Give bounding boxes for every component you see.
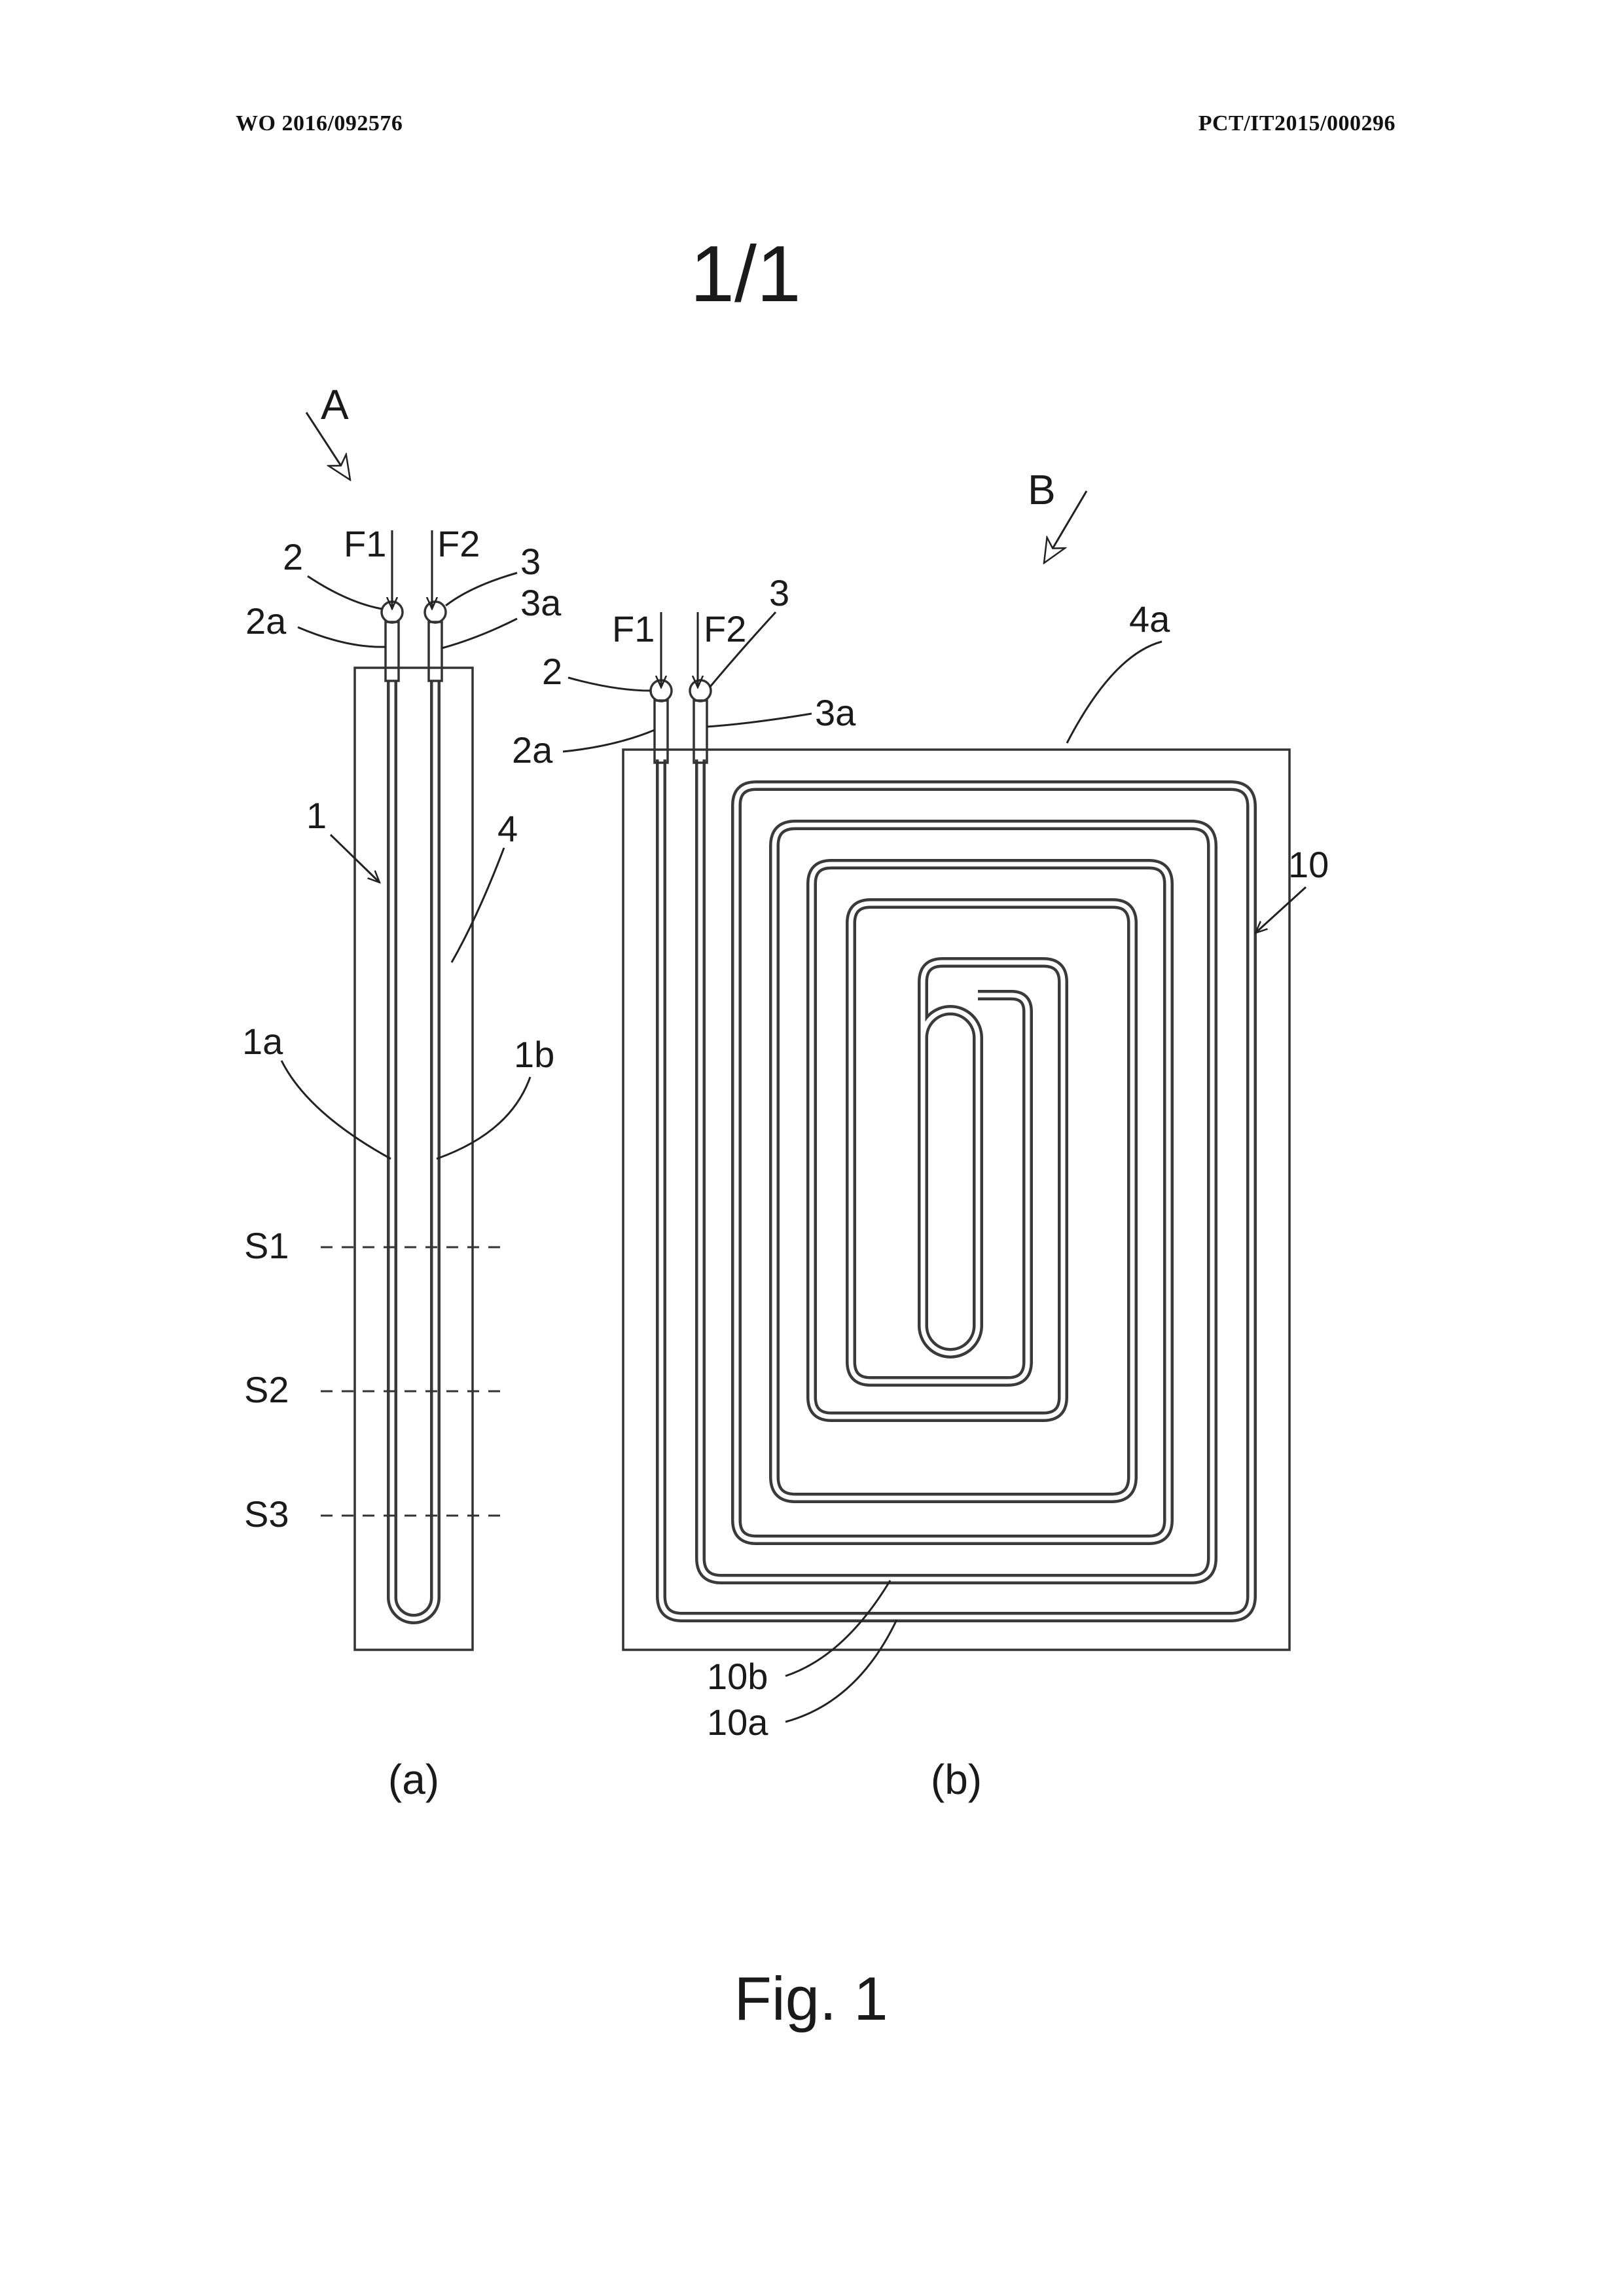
label-tube-10: 10 (1288, 844, 1329, 885)
fitting-3a-b (693, 699, 708, 764)
flow-label-f1: F1 (344, 523, 386, 564)
inlet-3 (424, 600, 447, 624)
label-inlet-3: 3 (520, 541, 541, 582)
label-inlet-3-b: 3 (769, 572, 789, 613)
label-fitting-2a-b: 2a (512, 729, 553, 771)
flow-label-f2: F2 (437, 523, 480, 564)
view-a: A F1 F2 2 3 2a 3a (242, 381, 562, 1803)
label-branch-10b: 10b (707, 1656, 768, 1697)
sheet-number: 1/1 (690, 229, 801, 318)
figure-caption: Fig. 1 (734, 1964, 888, 2033)
caption-view-b: (b) (931, 1756, 982, 1803)
flow-label-f2-b: F2 (704, 608, 746, 649)
label-branch-1b: 1b (514, 1034, 554, 1075)
label-branch-1a: 1a (242, 1021, 283, 1062)
application-number: PCT/IT2015/000296 (1198, 111, 1396, 136)
flow-label-f1-b: F1 (612, 608, 655, 649)
publication-number: WO 2016/092576 (236, 111, 403, 136)
label-fitting-3a-b: 3a (815, 692, 856, 733)
plate-4a (622, 748, 1291, 1651)
label-inlet-2-b: 2 (542, 651, 562, 692)
view-arrow-b (1044, 490, 1088, 563)
caption-view-a: (a) (388, 1756, 439, 1803)
spiral-tube-10 (656, 759, 1257, 1622)
section-label-s2: S2 (244, 1369, 289, 1410)
plate-4 (353, 666, 474, 1651)
label-fitting-2a: 2a (245, 600, 287, 642)
tube-1-arrow (329, 833, 380, 883)
label-fitting-3a: 3a (520, 582, 562, 623)
section-label-s3: S3 (244, 1493, 289, 1535)
fitting-2a (384, 621, 400, 682)
label-tube-1: 1 (306, 795, 327, 836)
fitting-2a-b (653, 699, 669, 764)
u-tube-1 (387, 681, 441, 1624)
view-arrow-label-b: B (1028, 466, 1056, 513)
fitting-3a (427, 621, 443, 682)
view-arrow-label-a: A (321, 381, 349, 428)
label-plate-4: 4 (497, 808, 518, 849)
section-label-s1: S1 (244, 1225, 289, 1266)
inlet-3-b (689, 679, 712, 702)
view-arrow-a (305, 412, 350, 480)
label-plate-4a: 4a (1129, 598, 1170, 640)
label-inlet-2: 2 (283, 536, 303, 577)
label-branch-10a: 10a (707, 1702, 768, 1743)
view-b: B F1 F2 2 3 2a 3a (512, 466, 1329, 1803)
tube-10-arrow (1255, 886, 1307, 933)
